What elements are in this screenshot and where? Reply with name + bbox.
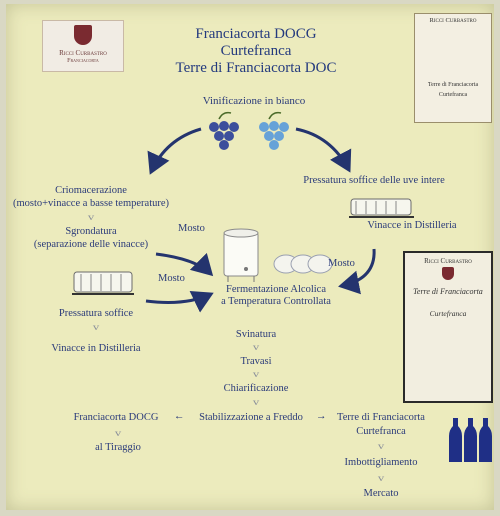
bottles-icon (449, 418, 492, 462)
step-stabilizzazione: Stabilizzazione a Freddo (199, 412, 303, 423)
chevron-icon: v (377, 441, 385, 451)
label-mid-brand: Ricci Curbastro (424, 257, 472, 265)
label-mosto-2: Mosto (158, 273, 185, 284)
winery-logo: Ricci Curbastro Franciacorta (42, 20, 124, 72)
chevron-icon: v (252, 397, 260, 407)
chevron-icon: v (252, 369, 260, 379)
chevron-icon: v (252, 342, 260, 352)
step-imbottigliamento: Imbottigliamento (344, 457, 418, 468)
chevron-icon: v (87, 212, 95, 222)
logo-sub: Franciacorta (67, 58, 99, 64)
wine-label-top: Ricci Curbastro Terre di Franciacorta Cu… (414, 13, 492, 123)
label-mid-crest-icon (442, 267, 454, 280)
step-vinificazione: Vinificazione in bianco (202, 95, 306, 107)
arrow-to-criomacerazione (147, 127, 202, 175)
crest-icon (74, 25, 92, 45)
barrels-icon (273, 254, 333, 274)
chevron-icon: v (377, 473, 385, 483)
step-vinacce-distilleria-left: Vinacce in Distilleria (51, 343, 141, 354)
label-mosto-1: Mosto (178, 223, 205, 234)
step-criomacerazione-note: (mosto+vinacce a basse temperature) (12, 198, 170, 209)
header-line1: Franciacorta DOCG (195, 26, 317, 42)
step-svinatura: Svinatura (235, 329, 277, 340)
label-top-brand: Ricci Curbastro (429, 17, 477, 24)
arrow-sgrondatura-to-ferm (155, 252, 214, 277)
label-top-sub: Curtefranca (438, 92, 468, 98)
step-franciacorta-docg: Franciacorta DOCG (73, 412, 159, 423)
step-fermentazione-2: a Temperatura Controllata (221, 296, 331, 307)
header-line3: Terre di Franciacorta DOC (175, 60, 337, 76)
arrow-right-to-ferm (338, 248, 376, 295)
logo-name: Ricci Curbastro (59, 49, 107, 57)
step-curtefranca: Curtefranca (356, 426, 406, 437)
fermentation-tank-icon (223, 228, 259, 282)
header-line2: Curtefranca (220, 43, 292, 59)
label-top-wine: Terre di Franciacorta (427, 82, 479, 88)
press-left-icon (72, 271, 134, 295)
arrow-pressatura-to-ferm (145, 290, 214, 313)
step-vinacce-distilleria-right: Vinacce in Distilleria (367, 220, 457, 231)
arrow-right-glyph: → (316, 411, 327, 422)
chevron-icon: v (92, 322, 100, 332)
step-travasi: Travasi (240, 356, 272, 367)
label-mid-wine: Terre di Franciacorta (413, 287, 483, 296)
step-sgrondatura: Sgrondatura (65, 226, 117, 237)
grapes-dark-icon (209, 111, 239, 150)
step-terre-franciacorta: Terre di Franciacorta (337, 412, 425, 423)
step-al-tiraggio: al Tiraggio (95, 442, 141, 453)
wine-label-mid: Ricci Curbastro Terre di Franciacorta Cu… (403, 251, 493, 403)
label-mid-sub: Curtefranca (429, 309, 467, 318)
step-criomacerazione: Criomacerazione (55, 185, 127, 196)
step-mercato: Mercato (363, 488, 399, 499)
step-sgrondatura-note: (separazione delle vinacce) (33, 239, 149, 250)
arrow-left-glyph: ← (174, 411, 185, 422)
info-board: Ricci Curbastro Franciacorta Ricci Curba… (6, 4, 494, 510)
grapes-light-icon (259, 111, 289, 150)
step-fermentazione-1: Fermentazione Alcolica (225, 284, 327, 295)
arrow-to-pressatura (295, 127, 352, 173)
step-pressatura-intere: Pressatura soffice delle uve intere (303, 175, 445, 186)
chevron-icon: v (114, 428, 122, 438)
press-right-icon (349, 198, 414, 218)
step-chiarificazione: Chiarificazione (223, 383, 289, 394)
step-pressatura-soffice: Pressatura soffice (58, 308, 134, 319)
label-mosto-3: Mosto (328, 258, 355, 269)
